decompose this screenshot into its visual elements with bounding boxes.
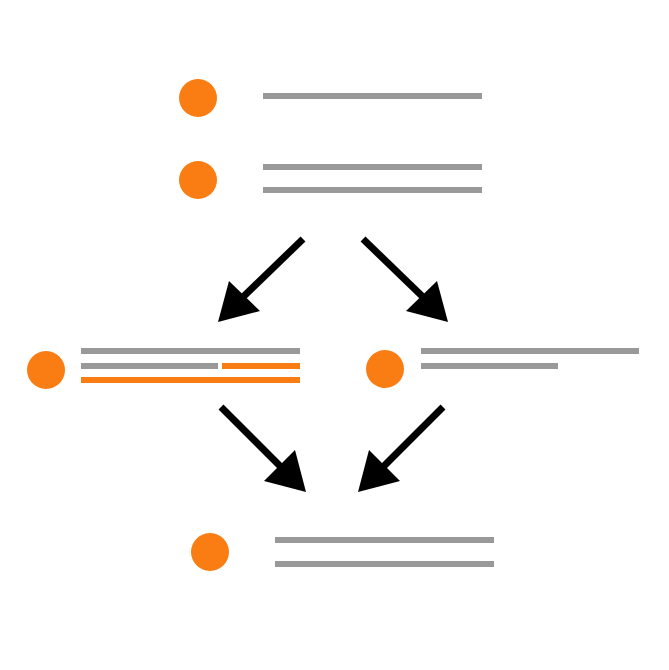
text-line — [263, 93, 482, 99]
bullet-icon — [27, 351, 65, 389]
text-line — [421, 348, 639, 354]
bullet-icon — [179, 161, 217, 199]
split-right-arrow — [360, 236, 448, 322]
text-line — [263, 187, 482, 193]
merge-from-left-arrow — [218, 404, 306, 492]
bullet-icon — [366, 350, 404, 388]
right-branch-item — [366, 348, 639, 388]
bullet-icon — [191, 533, 229, 571]
top-two-line-item — [179, 161, 482, 199]
highlighted-text-line — [81, 377, 300, 383]
bullet-icon — [179, 79, 217, 117]
merged-item — [191, 533, 494, 571]
text-line — [275, 537, 494, 543]
text-line — [81, 348, 300, 354]
text-line — [275, 561, 494, 567]
text-line — [81, 363, 218, 369]
top-single-line-item — [179, 79, 482, 117]
text-line — [421, 363, 558, 369]
highlighted-text-line — [222, 363, 300, 369]
split-left-arrow — [218, 236, 306, 322]
text-line — [263, 164, 482, 170]
merge-from-right-arrow — [358, 404, 446, 492]
left-branch-item — [27, 348, 300, 389]
